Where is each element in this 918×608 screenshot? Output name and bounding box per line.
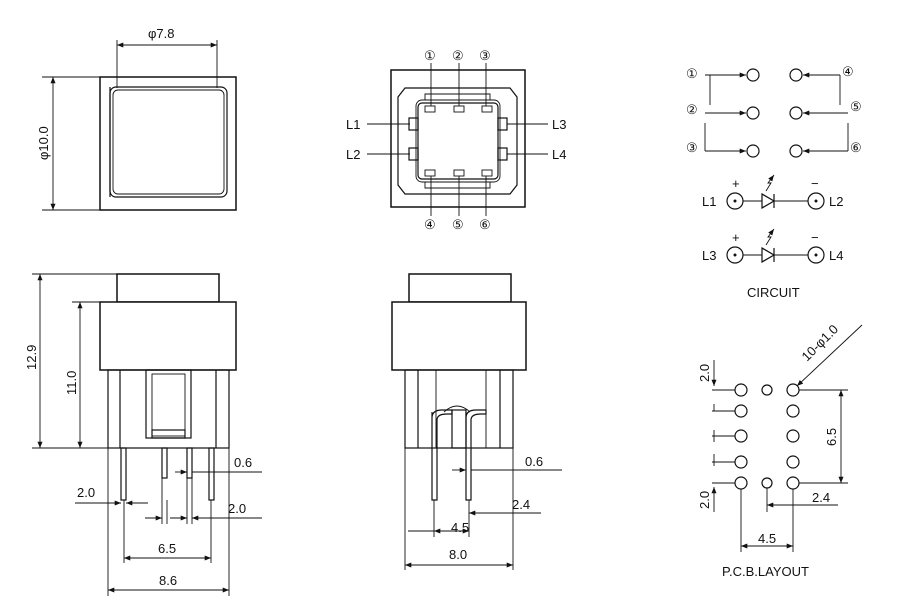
pin-view-inner-body bbox=[417, 102, 499, 180]
led-label-l1: L1 bbox=[346, 117, 360, 132]
top-view: φ7.8 φ10.0 bbox=[36, 26, 237, 211]
side-right-pin-width: 0.6 bbox=[525, 454, 543, 469]
side-right-housing bbox=[391, 301, 527, 371]
circuit-led1-right: L2 bbox=[829, 194, 843, 209]
circuit-led2-plus: + bbox=[732, 230, 740, 245]
side-right-body-width: 8.0 bbox=[449, 547, 467, 562]
circuit-led1-minus: − bbox=[811, 176, 819, 191]
circuit-diagram: ① ② ③ ④ ⑤ ⑥ + − L1 L2 bbox=[686, 64, 862, 300]
side-left-offset-right: 2.0 bbox=[228, 501, 246, 516]
circuit-led2-left: L3 bbox=[702, 248, 716, 263]
circuit-led2-right: L4 bbox=[829, 248, 843, 263]
circuit-led2-minus: − bbox=[811, 230, 819, 245]
circuit-pin-3: ③ bbox=[686, 140, 698, 155]
side-left-offset-left: 2.0 bbox=[77, 485, 95, 500]
side-right-pin-span: 4.5 bbox=[451, 520, 469, 535]
pcb-layout: 10-φ1.0 2.0 2.0 6.5 2.4 4.5 P.C.B.LAYOUT bbox=[697, 321, 863, 579]
top-view-height-dim: φ10.0 bbox=[36, 126, 51, 160]
circuit-pin-5: ⑤ bbox=[850, 99, 862, 114]
pin-number-1: ① bbox=[424, 48, 436, 63]
pcb-hole-note: 10-φ1.0 bbox=[799, 321, 842, 364]
pcb-width-dim: 4.5 bbox=[758, 531, 776, 546]
side-left-body-width: 8.6 bbox=[159, 573, 177, 588]
pcb-pitch-dim: 2.4 bbox=[812, 490, 830, 505]
circuit-pin-2: ② bbox=[686, 102, 698, 117]
side-left-body-height: 11.0 bbox=[64, 371, 79, 395]
led-label-l2: L2 bbox=[346, 147, 360, 162]
top-view-outer-frame bbox=[99, 76, 237, 211]
side-right-pin-pitch: 2.4 bbox=[512, 497, 530, 512]
side-left-pin-width: 0.6 bbox=[234, 455, 252, 470]
pin-number-2: ② bbox=[452, 48, 464, 63]
circuit-led1-left: L1 bbox=[702, 194, 716, 209]
pin-view: ① ② ③ ④ ⑤ ⑥ L1 L2 L3 L4 bbox=[346, 48, 566, 232]
side-left-housing bbox=[99, 301, 237, 371]
side-view-left: 12.9 11.0 0.6 2.0 2.0 6.5 8.6 bbox=[24, 273, 262, 596]
pin-number-4: ④ bbox=[424, 217, 436, 232]
top-view-width-dim: φ7.8 bbox=[148, 26, 175, 41]
circuit-pin-4: ④ bbox=[842, 64, 854, 79]
led-label-l3: L3 bbox=[552, 117, 566, 132]
pcb-bottom-dim: 2.0 bbox=[697, 491, 712, 509]
pcb-title: P.C.B.LAYOUT bbox=[722, 564, 809, 579]
led-label-l4: L4 bbox=[552, 147, 566, 162]
pin-number-6: ⑥ bbox=[479, 217, 491, 232]
circuit-title: CIRCUIT bbox=[747, 285, 800, 300]
circuit-led1-plus: + bbox=[732, 176, 740, 191]
pin-view-outer-frame bbox=[390, 69, 526, 208]
circuit-pin-6: ⑥ bbox=[850, 140, 862, 155]
side-left-overall-height: 12.9 bbox=[24, 345, 39, 370]
circuit-pin-1: ① bbox=[686, 66, 698, 81]
side-view-right: 0.6 2.4 4.5 8.0 bbox=[391, 273, 562, 570]
pcb-height-dim: 6.5 bbox=[824, 428, 839, 446]
pin-number-5: ⑤ bbox=[452, 217, 464, 232]
pcb-top-dim: 2.0 bbox=[697, 364, 712, 382]
pin-number-3: ③ bbox=[479, 48, 491, 63]
top-view-button-inner bbox=[112, 89, 225, 195]
side-left-pin-span: 6.5 bbox=[158, 541, 176, 556]
